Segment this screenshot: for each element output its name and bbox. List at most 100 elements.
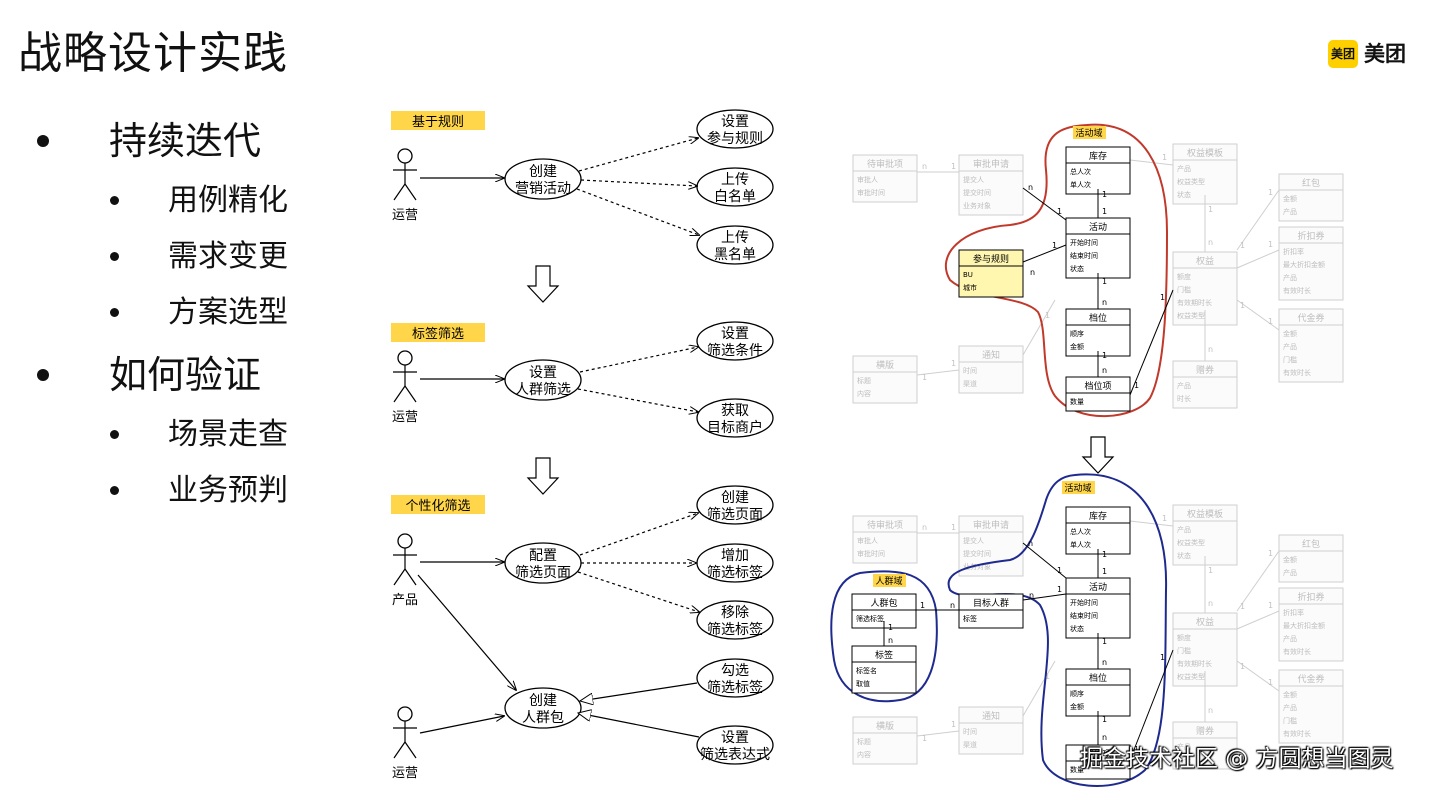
use-case-label: 筛选页面 bbox=[515, 565, 571, 581]
faded-association bbox=[1129, 520, 1174, 527]
use-case-label: 黑名单 bbox=[714, 247, 756, 263]
class-field: 有效时长 bbox=[1283, 729, 1311, 738]
class-name: 代金券 bbox=[1297, 673, 1324, 685]
multiplicity-label: 1 bbox=[1045, 311, 1050, 320]
class-box bbox=[1065, 577, 1131, 639]
multiplicity-label: n bbox=[1030, 268, 1035, 277]
bullet-item: 如何验证 bbox=[37, 352, 261, 398]
domain-boundary bbox=[947, 473, 1168, 787]
multiplicity-label: n bbox=[1208, 238, 1213, 247]
multiplicity-label: 1 bbox=[1102, 567, 1107, 576]
actor-leg bbox=[404, 385, 417, 403]
multiplicity-label: 1 bbox=[1102, 550, 1107, 559]
multiplicity-label: 1 bbox=[1268, 317, 1273, 326]
class-box bbox=[852, 154, 918, 203]
use-case-ellipse bbox=[696, 485, 774, 525]
actor-figure: 运营 bbox=[392, 706, 418, 781]
class-name: 通知 bbox=[982, 349, 1000, 361]
class-field: 标签名 bbox=[856, 666, 877, 675]
multiplicity-label: 1 bbox=[1240, 662, 1245, 671]
use-case-ellipse bbox=[696, 725, 774, 765]
use-case-ellipse bbox=[696, 109, 774, 149]
multiplicity-label: 1 bbox=[1045, 672, 1050, 681]
section-tag-label: 标签筛选 bbox=[412, 326, 464, 342]
multiplicity-label: 1 bbox=[1268, 678, 1273, 687]
actor-label: 运营 bbox=[392, 766, 418, 781]
class-name: 横版 bbox=[876, 720, 894, 732]
multiplicity-label: 1 bbox=[1102, 637, 1107, 646]
multiplicity-label: 1 bbox=[1057, 207, 1062, 216]
class-field: 时间 bbox=[963, 727, 977, 736]
use-case-ellipse bbox=[696, 658, 774, 698]
use-case-ellipse bbox=[696, 543, 774, 583]
multiplicity-label: n bbox=[1029, 591, 1034, 600]
actor-leg bbox=[393, 568, 406, 586]
class-field: 权益类型 bbox=[1177, 177, 1205, 186]
multiplicity-label: n bbox=[1208, 345, 1213, 354]
class-field: 提交人 bbox=[963, 536, 984, 545]
multiplicity-label: 1 bbox=[1268, 601, 1273, 610]
class-name: 档位项 bbox=[1084, 748, 1111, 760]
association-arrow bbox=[419, 716, 504, 734]
class-name: 人群包 bbox=[870, 597, 897, 609]
class-name: 标签 bbox=[875, 649, 893, 661]
use-case-label: 筛选表达式 bbox=[700, 747, 770, 763]
use-case-label: 白名单 bbox=[714, 189, 756, 205]
faded-association bbox=[1236, 610, 1280, 630]
multiplicity-label: n bbox=[922, 523, 927, 532]
class-field: 产品 bbox=[1283, 342, 1297, 351]
multiplicity-label: 1 bbox=[951, 162, 956, 171]
association-line bbox=[1022, 542, 1067, 579]
actor-leg bbox=[404, 183, 417, 201]
bullet-dot bbox=[110, 252, 119, 261]
class-field: 业务对象 bbox=[963, 201, 991, 210]
class-field: 产品 bbox=[1283, 273, 1297, 282]
meituan-logo: 美团 美团 bbox=[1328, 40, 1412, 70]
bullet-text: 需求变更 bbox=[168, 239, 288, 274]
class-name: 通知 bbox=[982, 710, 1000, 722]
use-case-label: 勾选 bbox=[721, 663, 749, 679]
include-arrow bbox=[577, 571, 699, 612]
use-case-label: 筛选标签 bbox=[707, 564, 763, 581]
association-line bbox=[1129, 649, 1174, 761]
logo-badge: 美团 bbox=[1328, 40, 1358, 68]
class-field: 内容 bbox=[857, 750, 871, 759]
bullet-item: 持续迭代 bbox=[37, 118, 261, 164]
class-field: 金额 bbox=[1070, 342, 1084, 351]
class-name: 审批申请 bbox=[973, 519, 1009, 531]
class-name: 权益 bbox=[1196, 616, 1214, 628]
class-field: 时长 bbox=[1177, 394, 1191, 403]
domain-tag-label: 活动域 bbox=[1075, 127, 1102, 139]
bullet-item: 需求变更 bbox=[110, 238, 288, 276]
class-field: 金额 bbox=[1070, 702, 1084, 711]
class-field: 数量 bbox=[1070, 765, 1084, 774]
class-field: 金额 bbox=[1283, 194, 1297, 203]
use-case-label: 人群包 bbox=[522, 710, 564, 726]
class-box bbox=[1065, 744, 1131, 780]
class-field: 筛选标签 bbox=[856, 614, 884, 623]
class-field: 状态 bbox=[1177, 551, 1191, 560]
class-field: 状态 bbox=[1070, 624, 1084, 633]
class-field: 时长 bbox=[1177, 755, 1191, 764]
use-case-ellipse bbox=[696, 398, 774, 438]
association-line bbox=[1022, 593, 1067, 601]
class-box bbox=[1172, 504, 1238, 566]
class-field: 渠道 bbox=[963, 740, 977, 749]
bullet-item: 方案选型 bbox=[110, 294, 288, 332]
class-field: 提交人 bbox=[963, 175, 984, 184]
use-case-label: 增加 bbox=[721, 548, 749, 564]
use-case-label: 获取 bbox=[721, 403, 749, 419]
multiplicity-label: 1 bbox=[922, 734, 927, 743]
section-tag bbox=[391, 495, 485, 514]
class-name: 待审批项 bbox=[867, 519, 903, 531]
multiplicity-label: 1 bbox=[1057, 585, 1062, 594]
